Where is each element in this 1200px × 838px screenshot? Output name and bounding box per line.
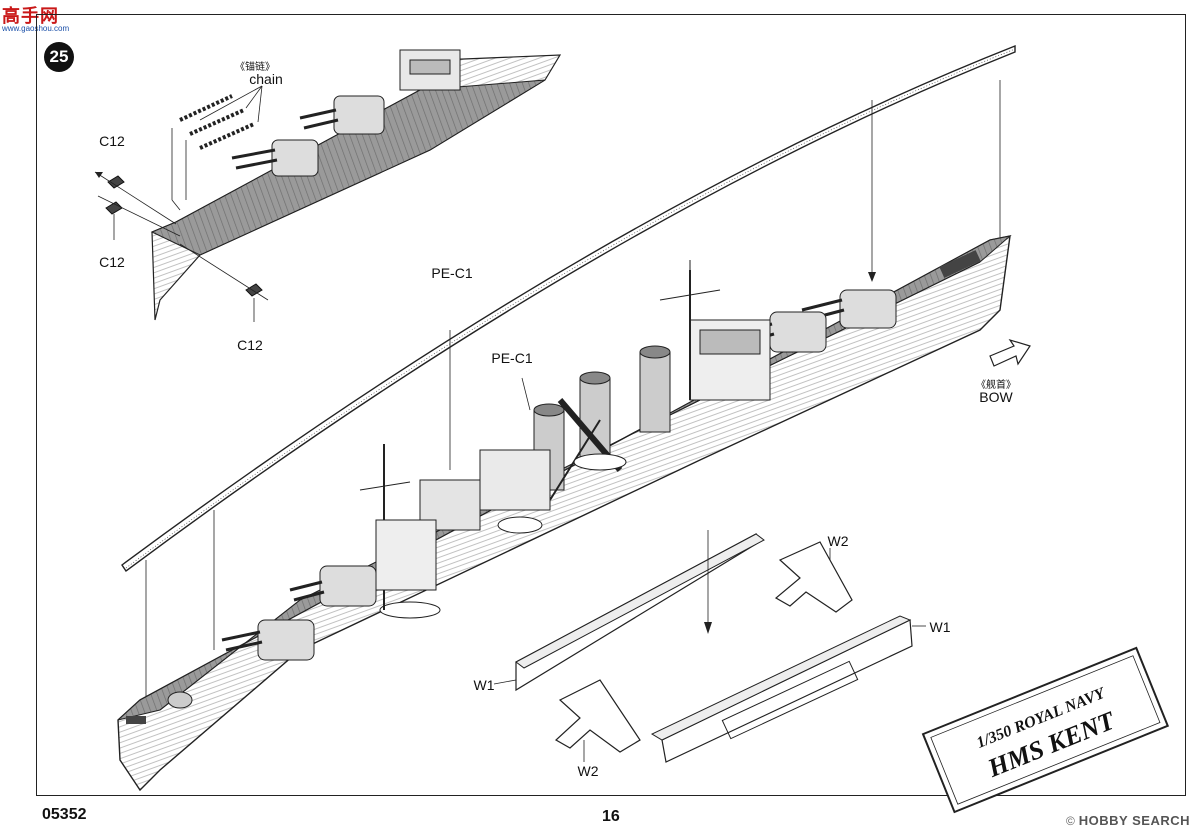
inset-forward-turret <box>231 139 319 177</box>
bow-inset <box>94 49 562 322</box>
hobby-search-watermark: © HOBBY SEARCH <box>1066 813 1190 828</box>
label-pe-c1-a: PE-C1 <box>431 265 472 281</box>
pe-c1-railing <box>121 44 1016 700</box>
label-c12-a: C12 <box>99 133 125 149</box>
label-c12-c: C12 <box>237 337 263 353</box>
turret-y <box>221 619 315 661</box>
name-plaque: 1/350 ROYAL NAVY HMS KENT <box>921 646 1170 814</box>
turret-x <box>289 565 377 607</box>
c12-parts <box>94 171 269 322</box>
step-number-badge: 25 <box>44 42 74 72</box>
label-w1-a: W1 <box>930 619 951 635</box>
ship-main <box>117 235 1012 792</box>
label-chain-en: chain <box>249 71 282 87</box>
label-bow-cn: 《舰首》 <box>976 378 1016 391</box>
label-pe-c1-b: PE-C1 <box>491 350 532 366</box>
inset-bridge <box>399 49 461 91</box>
site-watermark: 高手网 www.gaoshou.com <box>2 2 82 36</box>
label-c12-b: C12 <box>99 254 125 270</box>
chain-parts <box>171 85 263 211</box>
hobby-search-brand: HOBBY SEARCH <box>1078 813 1190 828</box>
bridge-superstructure <box>659 260 771 401</box>
label-w2-b: W2 <box>578 763 599 779</box>
midships <box>379 449 627 619</box>
site-watermark-title: 高手网 <box>2 6 59 26</box>
label-chain-cn: 《锚链》 <box>235 60 275 73</box>
site-watermark-url: www.gaoshou.com <box>2 24 70 33</box>
page-number: 16 <box>602 808 620 825</box>
aft-mast <box>359 444 437 610</box>
turret-a <box>801 289 897 329</box>
bow-direction-arrow <box>989 338 1031 367</box>
copyright-icon: © <box>1065 813 1075 828</box>
label-w1-b: W1 <box>474 677 495 693</box>
label-w2-a: W2 <box>828 533 849 549</box>
kit-number: 05352 <box>42 806 87 823</box>
display-stand <box>493 530 926 763</box>
label-bow-en: BOW <box>979 389 1013 405</box>
page-frame <box>36 14 1186 796</box>
inset-second-turret <box>299 95 385 135</box>
